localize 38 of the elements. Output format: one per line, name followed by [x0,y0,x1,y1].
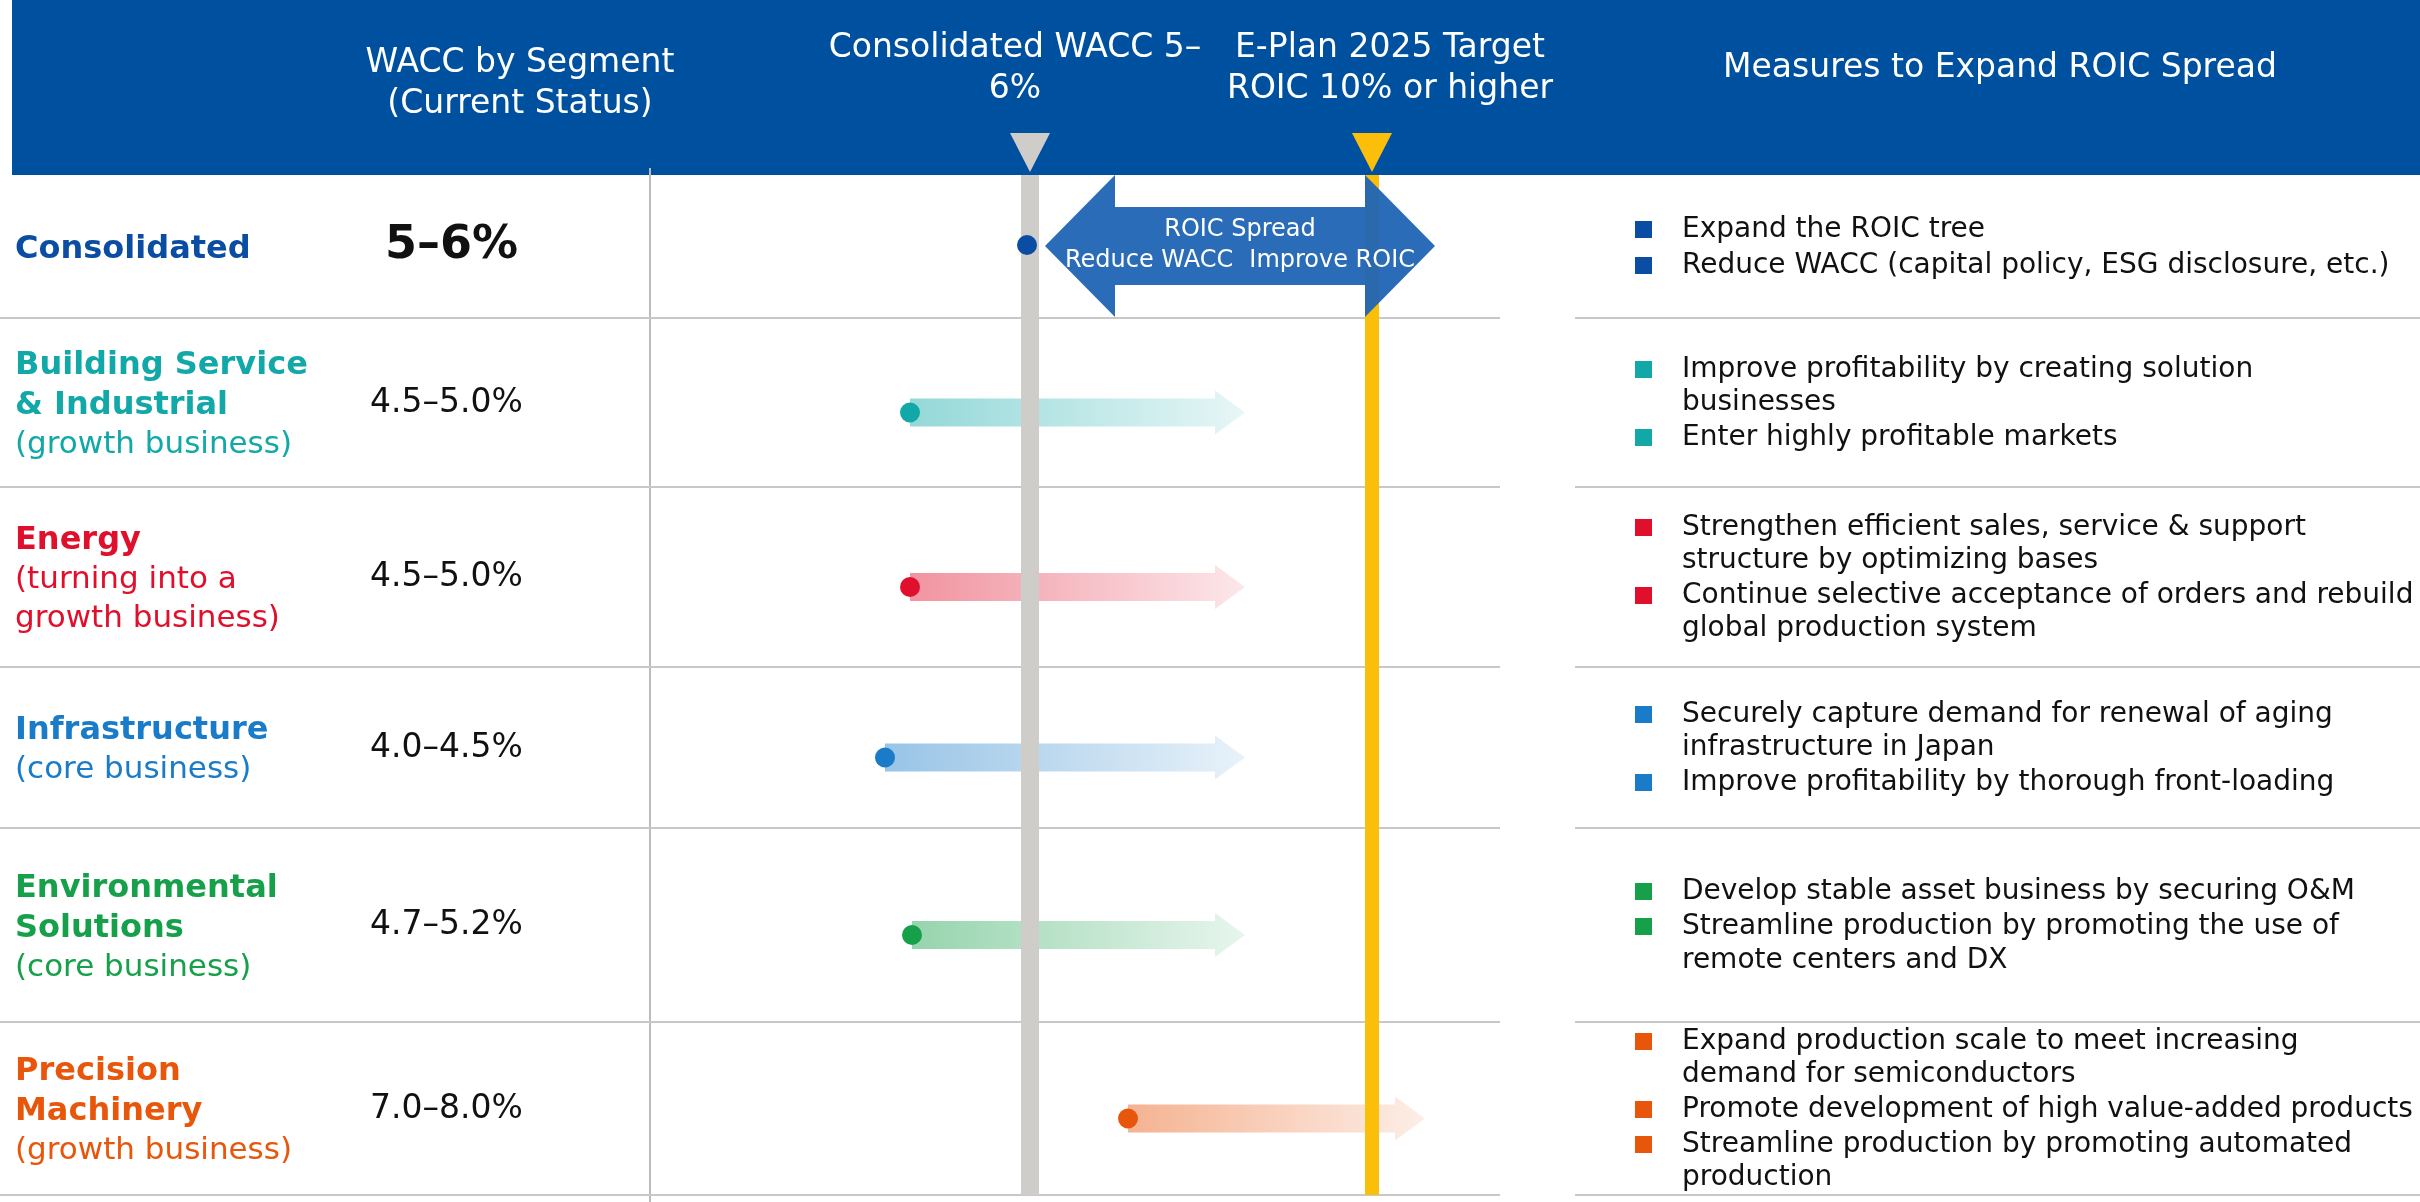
segment-name: Consolidated [15,226,252,267]
bullet-text: Strengthen efficient sales, service & support structure by optimizing bases [1682,508,2307,575]
bullet-text: Streamline production by promoting the use of remote centers and DX [1682,908,2341,975]
wacc-value: 4.0–4.5% [370,725,523,765]
bullet-text: Expand the ROIC tree [1682,211,1985,245]
bullet-text: Promote development of high value-added products [1682,1091,2413,1124]
segment-name: Precision Machinery [15,1049,204,1130]
wacc-value: 4.7–5.2% [370,903,523,942]
segment-note: (growth business) [15,1129,294,1168]
wacc-value: 4.5–5.0% [370,380,523,420]
segment-note: (turning into a growth business) [15,558,281,636]
bullet-text: Securely capture demand for renewal of aging infrastructure in Japan [1682,695,2334,762]
bullet-text: Improve profitability by creating solution businesses [1682,350,2255,417]
wacc-value: 5–6% [385,214,519,269]
arrow-label: ROIC Spread [1164,213,1316,244]
bullet-text: Expand production scale to meet increasing demand for semiconductors [1682,1022,2300,1089]
double-arrow [1045,175,1435,317]
column-heading: E-Plan 2025 Target ROIC 10% or higher [1225,25,1555,108]
segment-note: (growth business) [15,423,294,462]
segment-note: (core business) [15,748,253,787]
segment-name: Environmental Solutions [15,865,279,946]
bullet-text: Improve profitability by thorough front-loading [1682,764,2335,798]
bullet-text: Continue selective acceptance of orders and rebuild global production system [1682,577,2415,644]
segment-name: Energy [15,518,142,559]
arrow-label: Improve ROIC [1249,244,1415,276]
segment-note: (core business) [15,945,253,985]
segment-name: Infrastructure [15,708,270,749]
column-heading: Consolidated WACC 5–6% [827,25,1203,108]
bullet-text: Develop stable asset business by securing O&M [1682,873,2355,907]
arrow-label: Reduce WACC [1064,244,1234,276]
column-heading: WACC by Segment (Current Status) [364,40,676,123]
bullet-text: Enter highly profitable markets [1682,419,2118,453]
segment-name: Building Service & Industrial [15,343,309,424]
wacc-value: 4.5–5.0% [370,555,523,594]
wacc-value: 7.0–8.0% [370,1086,523,1126]
bullet-text: Streamline production by promoting automated production [1682,1126,2354,1193]
bullet-text: Reduce WACC (capital policy, ESG disclosure, etc.) [1682,246,2390,280]
column-heading: Measures to Expand ROIC Spread [1722,45,2278,87]
